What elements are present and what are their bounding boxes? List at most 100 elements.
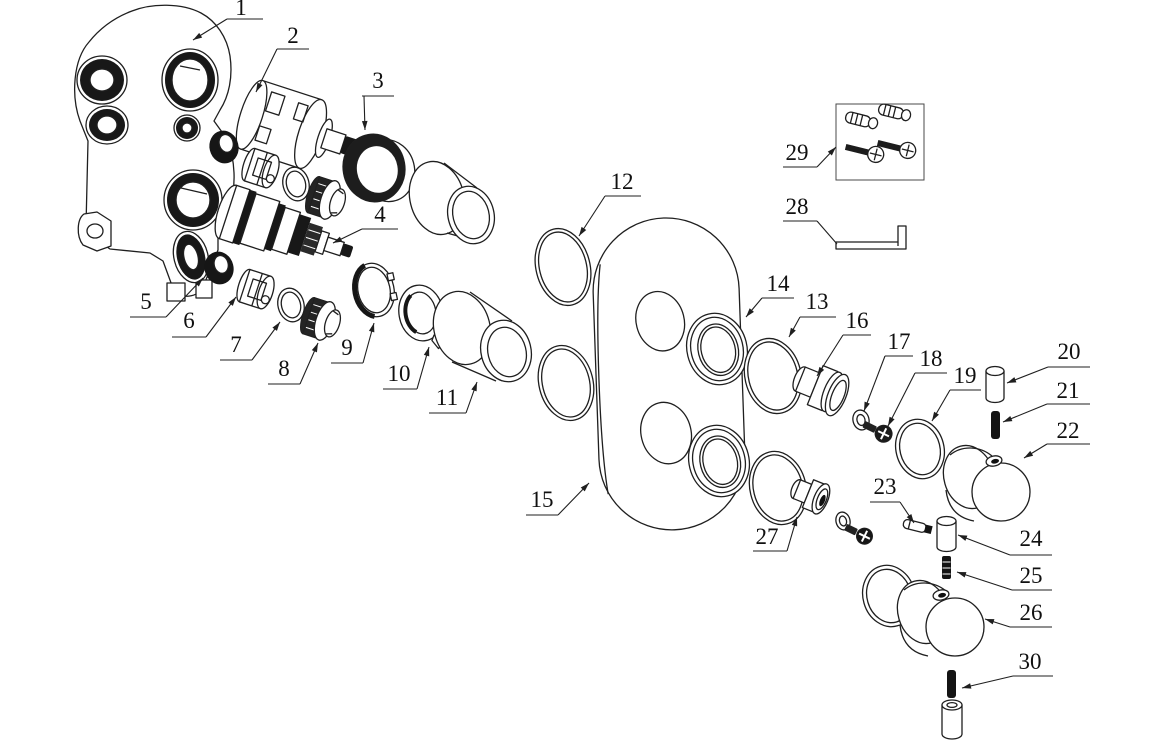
part-number-label: 22 (1057, 418, 1080, 443)
leader-arrowhead (827, 147, 836, 156)
part-number-label: 8 (278, 356, 290, 381)
leader-arrowhead (193, 32, 203, 40)
callout-control-knob-lower: 26 (984, 600, 1052, 628)
callout-seal-ring: 5 (130, 277, 204, 318)
leader-arrowhead (272, 322, 280, 331)
part-number-label: 30 (1019, 649, 1042, 674)
leader-arrowhead (580, 483, 589, 492)
part-3-locking-ring (342, 133, 416, 203)
callout-pin: 23 (870, 474, 915, 524)
callout-adapter-hub-lower: 27 (753, 516, 798, 552)
part-26-control-knob-lower (896, 579, 985, 657)
leader-arrowhead (864, 401, 870, 411)
part-1-valve-body (74, 4, 235, 302)
leader-arrowhead (423, 347, 430, 357)
part-27-adapter-hub-lower (790, 479, 873, 545)
leader-arrowhead (985, 619, 995, 625)
callout-allen-key: 28 (783, 194, 838, 245)
part-28-allen-key (835, 225, 907, 250)
part-14-trim-ring-upper (685, 312, 749, 386)
leader-arrowhead (361, 120, 368, 130)
leader-arrowhead (888, 416, 895, 426)
part-number-label: 4 (374, 202, 386, 227)
leader-arrowhead (957, 572, 967, 578)
part-number-label: 14 (767, 271, 791, 296)
part-11-sleeve (432, 290, 533, 383)
part-number-label: 21 (1057, 378, 1080, 403)
callout-valve-body: 1 (192, 0, 263, 41)
part-4-thermostatic-cartridge (214, 184, 353, 258)
callout-layer: 1234567891011121314151617181920212223242… (130, 0, 1090, 689)
part-number-label: 20 (1058, 339, 1081, 364)
callout-trim-ring-upper: 14 (745, 271, 794, 318)
part-number-label: 11 (436, 385, 458, 410)
part-number-label: 18 (920, 346, 943, 371)
callout-screw-upper: 18 (887, 346, 947, 427)
part-number-label: 3 (372, 68, 384, 93)
part-9-split-ring (352, 262, 399, 319)
part-number-label: 12 (611, 169, 634, 194)
part-number-label: 16 (846, 308, 869, 333)
callout-spacer-cylinder-lower: 24 (957, 526, 1052, 556)
part-o-ring-front-lower (748, 450, 808, 526)
leader-arrowhead (958, 535, 968, 541)
callout-thermostatic-cartridge: 4 (332, 202, 398, 244)
part-21-grub-screw-upper (991, 411, 1000, 439)
part-number-label: 2 (287, 23, 299, 48)
callout-adapter-hub-upper: 16 (816, 308, 871, 377)
leader-arrowhead (817, 366, 825, 376)
callout-fixing-kit: 29 (783, 140, 837, 168)
part-number-label: 29 (786, 140, 809, 165)
part-number-label: 15 (531, 487, 554, 512)
part-22-control-knob-upper (942, 444, 1031, 522)
callout-grub-screw-lower: 25 (956, 563, 1052, 591)
part-2-diverter-cartridge (235, 79, 358, 170)
leader-arrowhead (311, 343, 318, 353)
part-number-label: 5 (140, 289, 152, 314)
leader-arrowhead (333, 236, 343, 243)
part-number-label: 17 (888, 329, 911, 354)
part-plaster-cover (408, 160, 496, 245)
part-number-label: 28 (786, 194, 809, 219)
leader-arrowhead (1024, 450, 1034, 458)
part-number-label: 25 (1020, 563, 1043, 588)
callout-split-ring: 9 (331, 322, 375, 364)
part-number-label: 13 (806, 289, 829, 314)
leader-arrowhead (579, 226, 587, 236)
part-20-spacer-cylinder-upper (985, 365, 1005, 404)
part-number-label: 1 (235, 0, 247, 20)
part-16-adapter-hub-upper (792, 365, 850, 417)
part-number-label: 23 (874, 474, 897, 499)
callout-threaded-plug: 8 (268, 342, 319, 385)
callout-stop-ring: 10 (383, 346, 430, 390)
part-12-o-ring-rear-upper (534, 227, 592, 307)
part-24-spacer-cylinder-lower (936, 515, 957, 553)
callout-sleeve: 11 (429, 381, 478, 414)
leader-arrowhead (471, 382, 477, 392)
part-30-grub-screw-bottom (941, 670, 963, 740)
leader-arrowhead (368, 323, 375, 333)
leader-arrowhead (194, 278, 203, 287)
callout-o-ring-plate-rear: 12 (578, 169, 641, 237)
callout-locking-ring: 3 (361, 68, 394, 131)
part-number-label: 19 (954, 363, 977, 388)
part-number-label: 24 (1020, 526, 1044, 551)
callout-grub-screw-upper: 21 (1002, 378, 1090, 423)
callout-face-plate: 15 (526, 482, 590, 516)
callout-grub-screw-bottom: 30 (961, 649, 1053, 689)
leader-arrowhead (962, 683, 972, 689)
part-19-bezel-ring-upper (894, 418, 946, 480)
leader-arrowhead (791, 517, 798, 527)
part-25-grub-screw-lower (942, 556, 951, 579)
callout-o-ring-plate-front: 13 (788, 289, 836, 338)
part-number-label: 26 (1020, 600, 1043, 625)
part-trim-ring-lower (687, 424, 751, 498)
part-number-label: 9 (341, 335, 353, 360)
leader-arrowhead (1003, 416, 1013, 422)
callout-washer-upper: 17 (863, 329, 913, 412)
part-29-fixing-kit (835, 103, 925, 181)
leader-arrowhead (906, 513, 914, 523)
callout-o-ring-small: 7 (220, 321, 281, 361)
leader-arrowhead (789, 327, 796, 337)
